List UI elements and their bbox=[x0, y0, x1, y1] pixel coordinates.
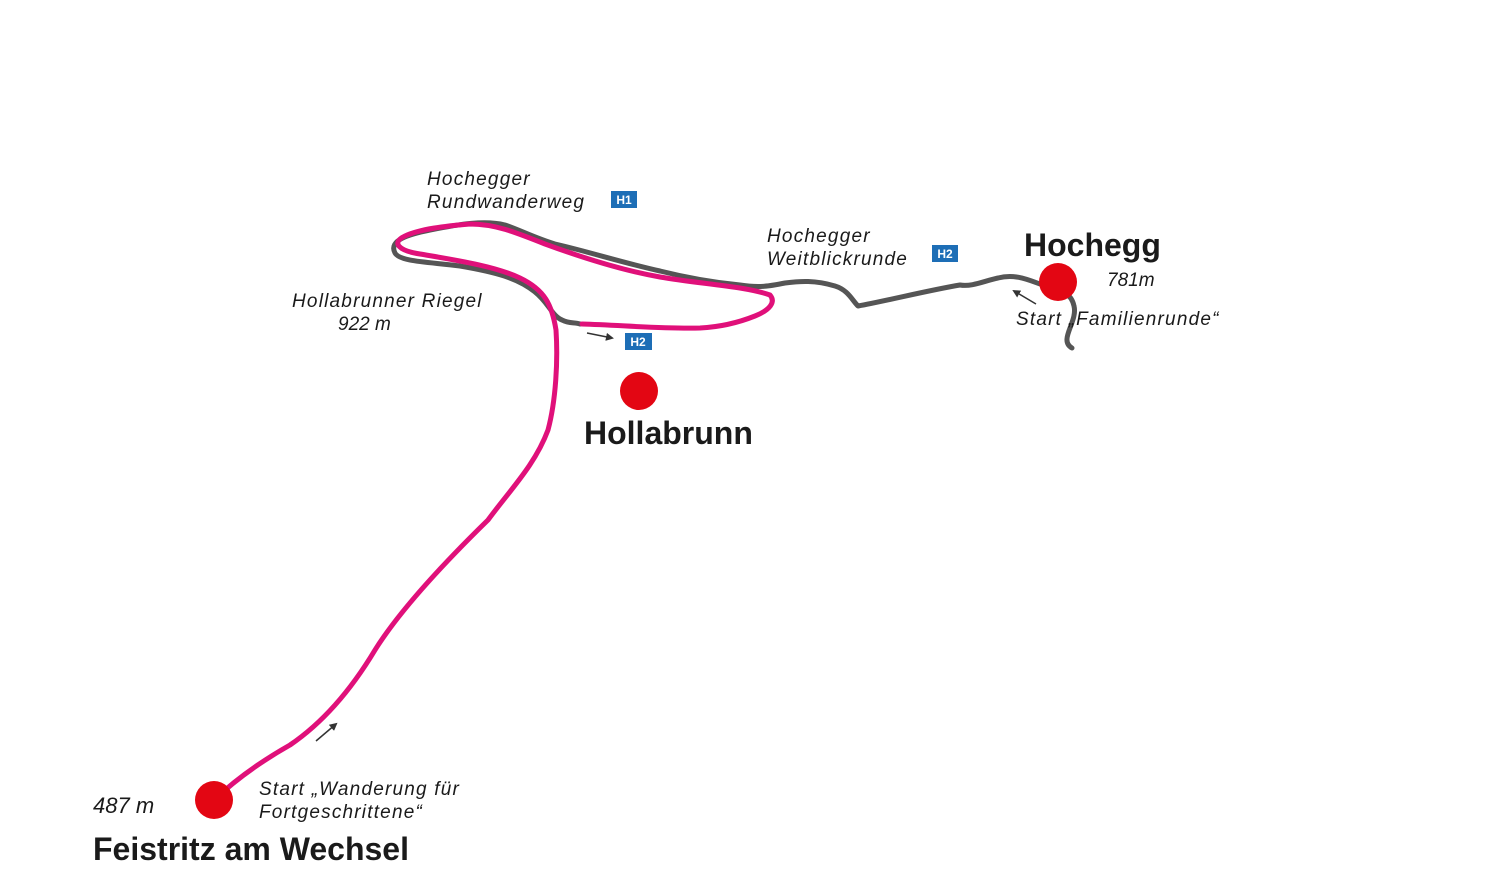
place-name-hochegg: Hochegg bbox=[1024, 227, 1161, 263]
start-family-label: Start „Familienrunde“ bbox=[1016, 309, 1220, 330]
direction-arrow-junction bbox=[586, 332, 614, 341]
place-name-feistritz: Feistritz am Wechsel bbox=[93, 831, 409, 867]
route-badge-h2: H2 bbox=[932, 245, 958, 262]
route-h1-label-line1: Hochegger bbox=[427, 169, 531, 190]
place-elevation-hochegg: 781m bbox=[1107, 270, 1155, 291]
route-badge-h1-text: H1 bbox=[616, 193, 632, 207]
route-badge-h2-text: H2 bbox=[937, 247, 953, 261]
route-h2-weitblickrunde[interactable] bbox=[391, 220, 1077, 351]
route-badge-h1: H1 bbox=[611, 191, 637, 208]
summit-elevation: 922 m bbox=[338, 314, 391, 335]
summit-name: Hollabrunner Riegel bbox=[292, 291, 483, 312]
direction-arrow-family bbox=[1012, 289, 1037, 305]
location-dot-hollabrunn[interactable] bbox=[620, 372, 658, 410]
route-badge-h2-junction-text: H2 bbox=[630, 335, 646, 349]
route-h2-label-line2: Weitblickrunde bbox=[767, 249, 908, 270]
location-dot-hochegg[interactable] bbox=[1039, 263, 1077, 301]
direction-arrow-ascent bbox=[315, 722, 338, 742]
route-h2-label-line1: Hochegger bbox=[767, 226, 871, 247]
route-h1-rundwanderweg[interactable] bbox=[211, 221, 775, 803]
route-h1-label-line2: Rundwanderweg bbox=[427, 192, 585, 213]
start-advanced-line1: Start „Wanderung für bbox=[259, 779, 460, 800]
location-dot-feistritz[interactable] bbox=[195, 781, 233, 819]
place-elevation-feistritz: 487 m bbox=[93, 793, 154, 818]
route-badge-h2-junction: H2 bbox=[625, 333, 652, 350]
place-name-hollabrunn: Hollabrunn bbox=[584, 415, 753, 451]
start-advanced-line2: Fortgeschrittene“ bbox=[259, 802, 423, 823]
